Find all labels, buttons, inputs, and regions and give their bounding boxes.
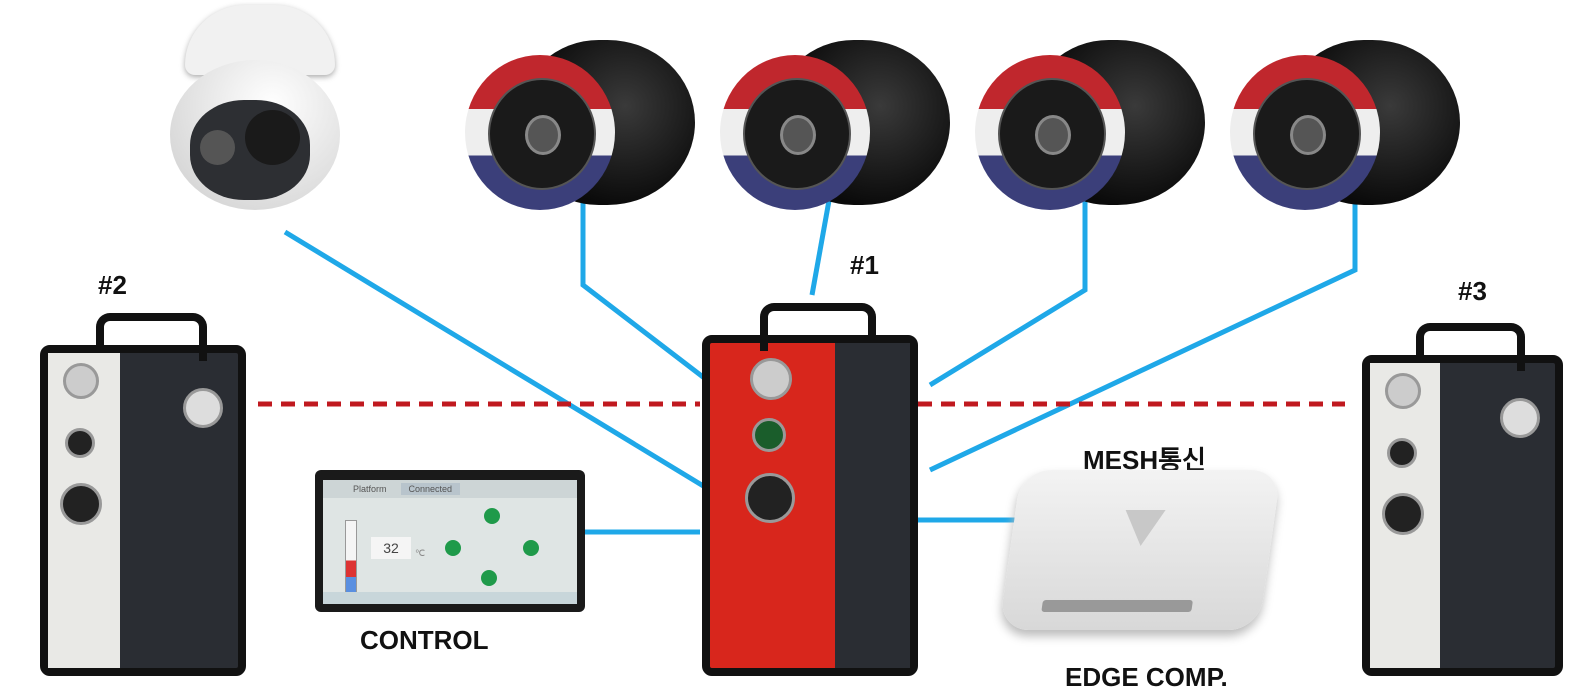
link-dome-camera	[283, 229, 707, 490]
status-dot	[484, 508, 500, 524]
thermal-camera-1	[460, 35, 700, 215]
unit-2-label: #2	[98, 270, 127, 300]
dome-thermal-camera	[165, 5, 345, 215]
unit-3-label: #3	[1458, 276, 1487, 306]
sensor-unit-3	[1362, 323, 1563, 676]
sensor-unit-2	[40, 313, 246, 676]
control-label: CONTROL	[360, 625, 489, 655]
link-camera-3	[928, 195, 1088, 388]
unit-1-label: #1	[850, 250, 879, 280]
temperature-readout: 32	[371, 537, 411, 559]
status-dot	[523, 540, 539, 556]
status-dot	[481, 570, 497, 586]
edge-comp-label: EDGE COMP.	[1065, 662, 1228, 692]
link-camera-1	[580, 190, 735, 402]
edge-computer	[998, 470, 1282, 630]
temperature-unit: ℃	[415, 548, 426, 558]
sensor-unit-1	[702, 303, 918, 676]
control-touchscreen: Platform Connected 32 ℃	[315, 470, 585, 612]
link-camera-2	[809, 194, 833, 296]
tab-platform: Platform	[353, 484, 387, 494]
thermal-camera-3	[970, 35, 1210, 215]
thermal-camera-4	[1225, 35, 1465, 215]
thermal-camera-2	[715, 35, 955, 215]
tab-connected: Connected	[400, 483, 461, 495]
link-camera-4	[928, 190, 1358, 473]
status-dot	[445, 540, 461, 556]
